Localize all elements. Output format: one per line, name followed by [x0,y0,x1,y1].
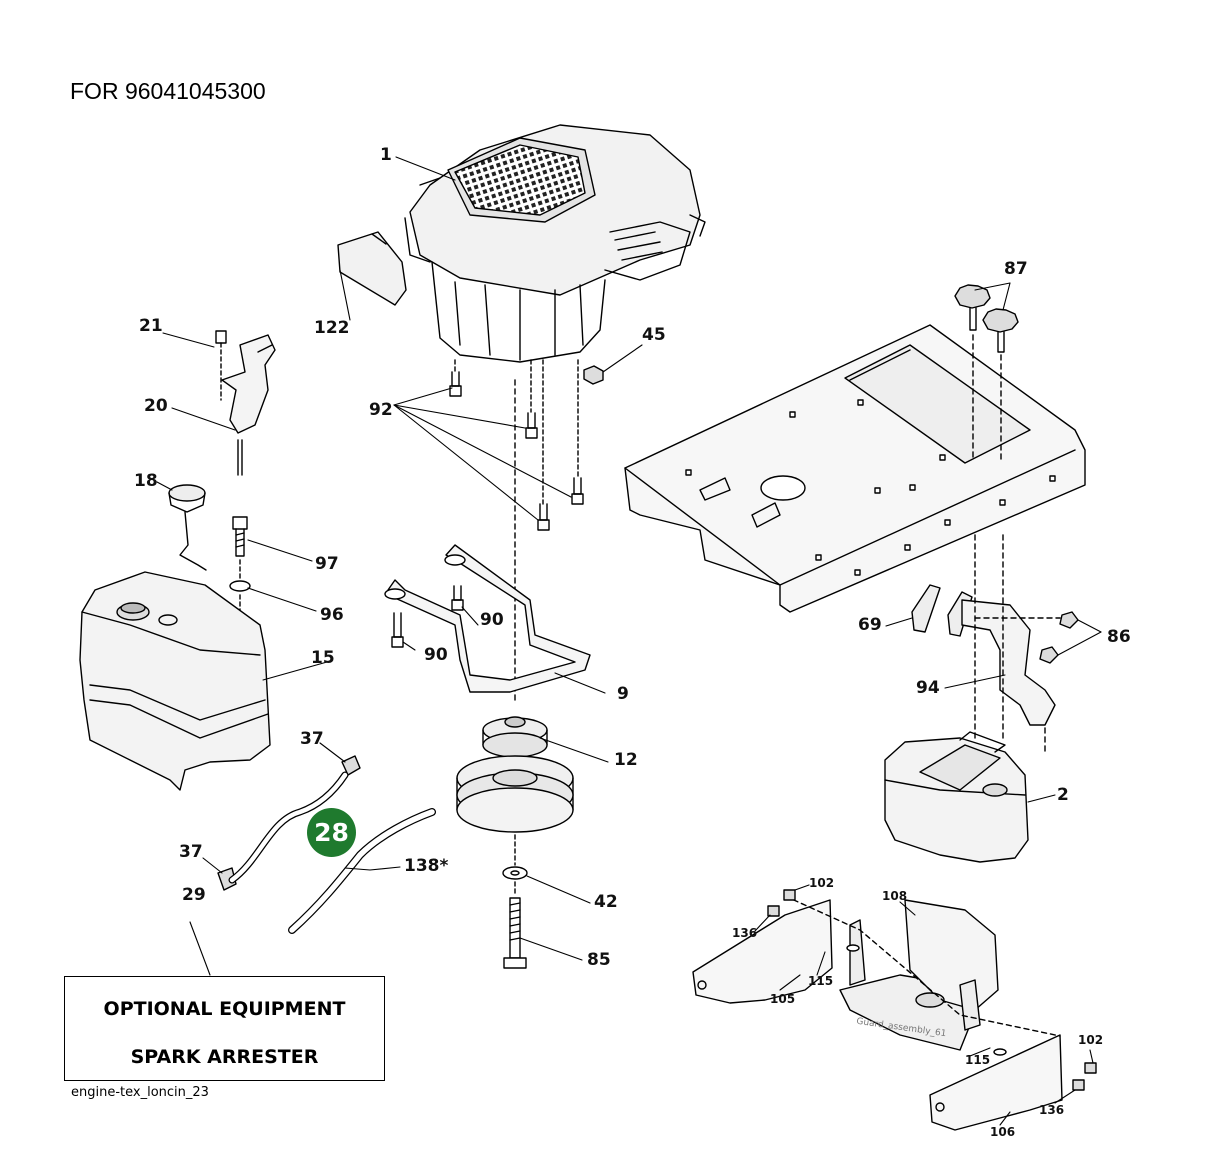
clamp-part [217,867,237,891]
engine-part [404,124,706,363]
callout-12[interactable]: 12 [614,750,638,770]
optional-equipment-label: OPTIONAL EQUIPMENT [103,998,346,1020]
frame-part [624,324,1086,613]
callout-2[interactable]: 2 [1057,785,1069,805]
callout-85[interactable]: 85 [587,950,611,970]
callout-86[interactable]: 86 [1107,627,1131,647]
callout-37b[interactable]: 37 [179,842,203,862]
diagram-title: FOR 96041045300 [70,78,266,104]
callout-115a[interactable]: 115 [808,974,834,988]
callout-87[interactable]: 87 [1004,259,1028,279]
callout-18[interactable]: 18 [134,471,158,491]
pad-part [337,231,407,306]
optional-equipment-box: OPTIONAL EQUIPMENT SPARK ARRESTER [64,976,385,1081]
knob-part [954,284,1019,461]
callout-122[interactable]: 122 [314,318,350,338]
callout-102b[interactable]: 102 [1078,1033,1104,1047]
muffler-part [884,731,1029,863]
callout-138[interactable]: 138* [404,856,449,876]
fuel-tank-part [79,571,271,791]
callout-108[interactable]: 108 [882,889,908,903]
callout-45[interactable]: 45 [642,325,666,345]
callout-92[interactable]: 92 [369,400,393,420]
callout-94[interactable]: 94 [916,678,940,698]
callout-1[interactable]: 1 [380,145,392,165]
highlight-badge-28[interactable]: 28 [307,808,356,857]
callout-29[interactable]: 29 [182,885,206,905]
callout-106[interactable]: 106 [990,1125,1016,1139]
callout-37a[interactable]: 37 [300,729,324,749]
nut-part [583,365,604,385]
callout-136b[interactable]: 136 [1039,1103,1065,1117]
throttle-bracket-part [215,330,276,476]
leader-lines [156,156,1102,1126]
callout-97[interactable]: 97 [315,554,339,574]
callout-21[interactable]: 21 [139,316,163,336]
callout-90a[interactable]: 90 [480,610,504,630]
callout-115b[interactable]: 115 [965,1053,991,1067]
callout-42[interactable]: 42 [594,892,618,912]
guard-assembly-part [692,889,1097,1131]
clamp-part [341,755,361,776]
pulley-part [456,716,574,969]
callout-20[interactable]: 20 [144,396,168,416]
belt-guide-part [384,544,591,693]
diagram-footer: engine-tex_loncin_23 [71,1085,209,1100]
callout-136a[interactable]: 136 [732,926,758,940]
fuel-cap-part [168,484,207,571]
spark-arrester-label: SPARK ARRESTER [130,1046,319,1068]
callout-69[interactable]: 69 [858,615,882,635]
callout-90b[interactable]: 90 [424,645,448,665]
callout-9[interactable]: 9 [617,684,629,704]
callout-102a[interactable]: 102 [809,876,835,890]
callout-96[interactable]: 96 [320,605,344,625]
callout-15[interactable]: 15 [311,648,335,668]
callout-105[interactable]: 105 [770,992,796,1006]
exhaust-pipe-part [911,534,1079,753]
engine-bolts-part [449,359,584,701]
